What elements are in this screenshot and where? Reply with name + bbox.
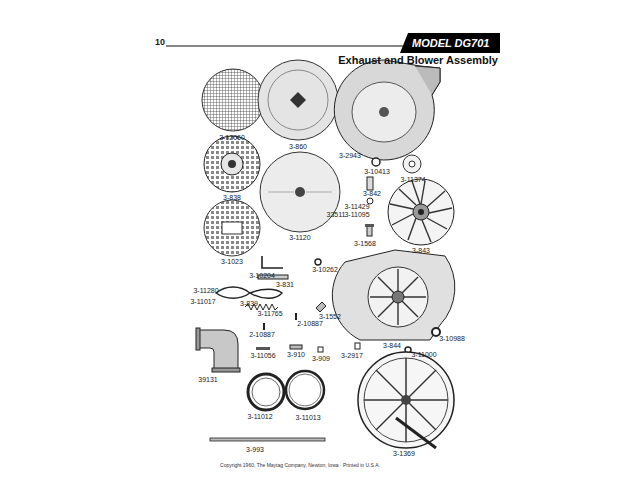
part-number: 3-11056 [250,352,275,360]
part-number: 3-838 [223,194,241,202]
part-number: 3-831 [276,281,294,289]
part-number: 3-839 [240,300,258,308]
part-number: 3-1568 [354,240,376,248]
model-banner: MODEL DG701 [400,33,500,53]
part-number: 3-844 [383,342,401,350]
part-number: 3-993 [246,446,264,454]
part-number: 3-910 [287,351,305,359]
part-number: 3-10262 [312,266,338,274]
part-number: 39131 [198,376,217,384]
part-number: 3-860 [289,143,307,151]
part-number: 3-10988 [439,335,465,343]
part-number: 3-11013 [295,414,320,422]
part-number: 3-1552 [319,313,341,321]
part-number: 3-11374 [400,176,425,184]
page-title: Exhaust and Blower Assembly [338,54,498,66]
model-name: MODEL DG701 [400,33,500,53]
part-number: 3-10204 [249,272,275,280]
part-number: 3-11000 [411,351,436,359]
part-number: 3-1120 [289,234,310,242]
part-number: 2-10887 [249,331,275,339]
part-number: 3-2943 [339,152,361,160]
page-number: 10 [155,37,165,47]
copyright-note: Copyright 1960, The Maytag Company, Newt… [220,462,380,468]
part-number: 3-843 [412,247,430,255]
part-number: 3-11095 [344,211,369,219]
part-number: 3-10413 [364,168,390,176]
part-number: 3-11012 [247,413,272,421]
part-number: 3-842 [363,190,381,198]
part-number: 3-11280 [193,287,218,295]
part-number: 3-11017 [190,298,215,306]
part-number: 3-1369 [393,450,415,458]
part-number: 3-909 [312,355,330,363]
part-number: 2-10887 [297,320,323,328]
part-number: 33511 [327,211,346,219]
part-number: 3-2917 [341,352,363,360]
part-number: 3-12060 [219,134,245,142]
part-number: 3-11429 [344,203,369,211]
part-number: 3-11765 [257,310,282,318]
part-number: 3-1023 [221,258,243,266]
